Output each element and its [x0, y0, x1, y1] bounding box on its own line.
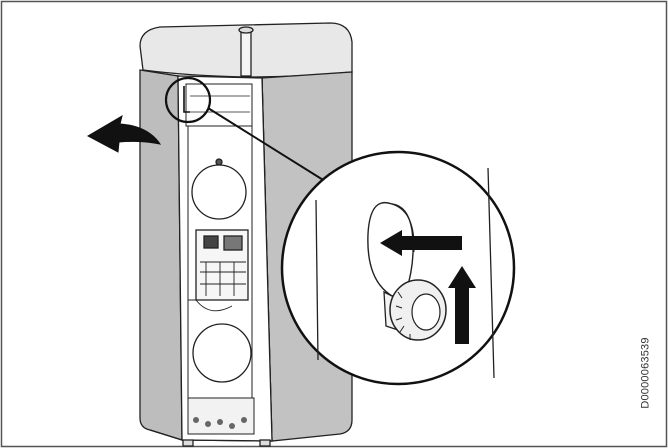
document-code: D0000063539: [636, 308, 656, 438]
left-foot: [182, 439, 194, 447]
detail-highlight-ring: [164, 76, 212, 124]
control-wiring: [200, 261, 246, 296]
knob-inner: [411, 293, 441, 331]
left-side-panel: [139, 69, 183, 441]
magnifier-panel-line-right: [487, 167, 495, 379]
bottom-connection-strip: [187, 397, 255, 435]
top-pipe-end: [238, 26, 254, 34]
control-display-2: [223, 235, 243, 251]
curved-arrow-icon: [86, 114, 162, 153]
up-arrow-icon: [448, 266, 476, 344]
bottom-connectors: [193, 417, 247, 429]
wire-harness: [188, 299, 233, 312]
magnifier-panel-line-left: [315, 199, 319, 361]
magnifier-leader-line: [207, 107, 337, 189]
lower-tank-port: [192, 323, 252, 383]
upper-tank-port: [191, 164, 247, 220]
top-pipe: [240, 29, 252, 77]
top-block-detail: [190, 95, 250, 113]
left-arrow-icon: [380, 230, 462, 256]
control-display: [203, 235, 219, 249]
right-foot: [259, 439, 271, 447]
document-code-text: D0000063539: [640, 337, 653, 409]
magnifier-circle: [280, 150, 516, 386]
bracket-detail: [183, 86, 190, 113]
knob-grip-lines: [395, 291, 411, 340]
upper-tank-port-dot: [215, 158, 223, 166]
